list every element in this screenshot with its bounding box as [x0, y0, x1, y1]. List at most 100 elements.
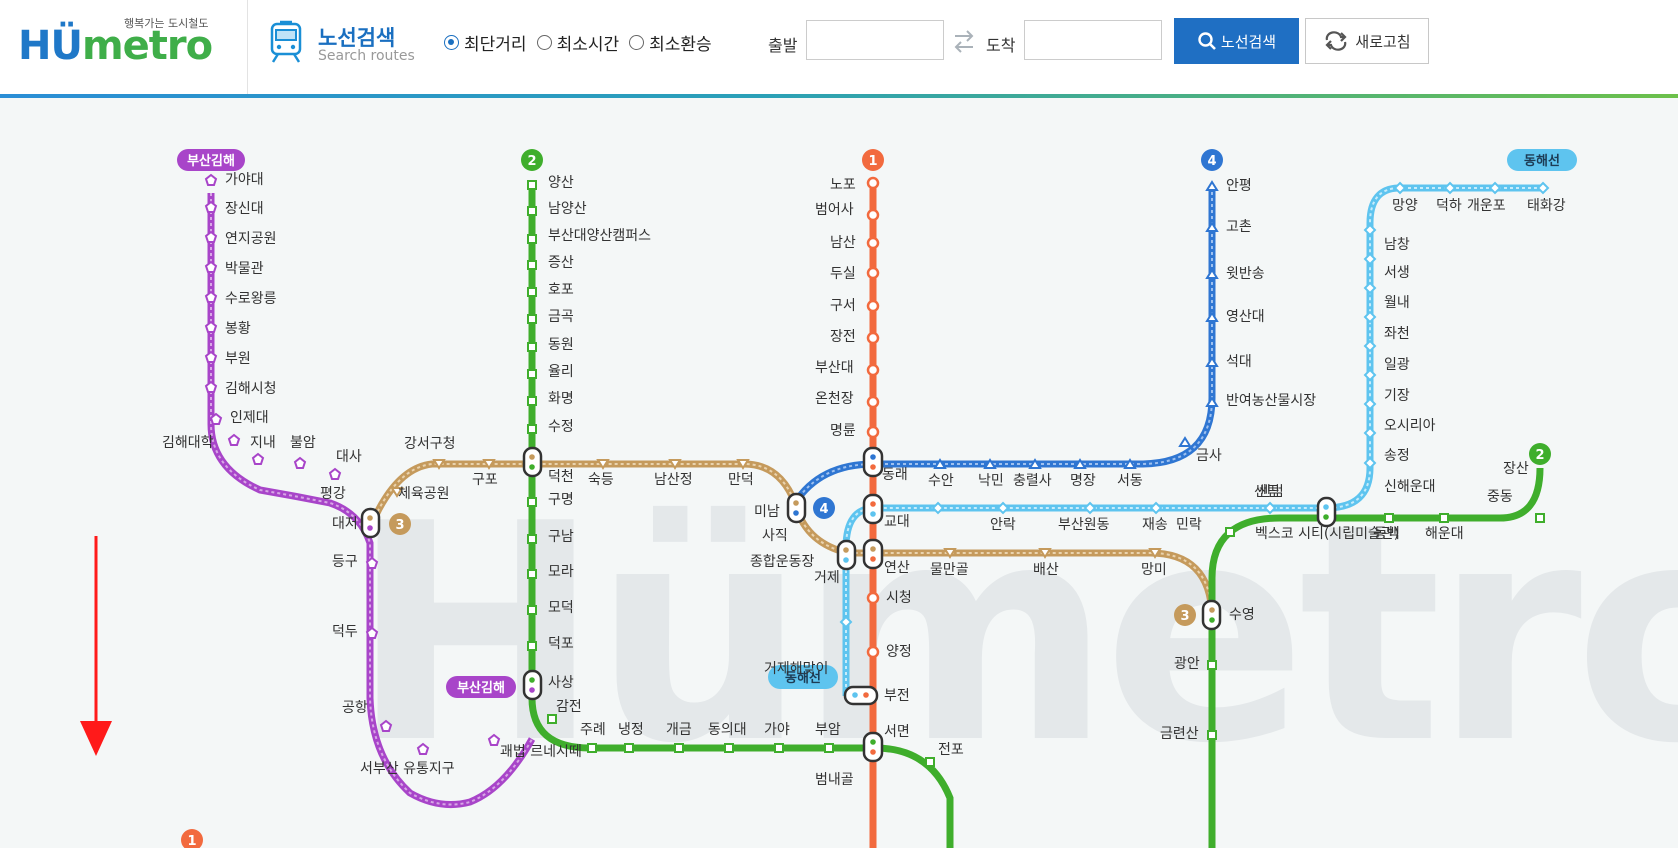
station-label[interactable]: 교대 [884, 514, 910, 530]
station-label[interactable]: 수안 [928, 473, 954, 489]
humetro-logo[interactable]: 행복가는 도시철도 HÜmetro [0, 0, 248, 94]
shortest-distance-label[interactable]: 최단거리 [464, 35, 527, 55]
station-label[interactable]: 수로왕릉 [225, 291, 277, 307]
station-label[interactable]: 금사 [1196, 448, 1222, 464]
station-label[interactable]: 시청 [886, 590, 912, 606]
station-label[interactable]: 덕하 [1436, 198, 1462, 214]
station-labels[interactable]: 가야대 장신대 연지공원 박물관 수로왕릉 봉황 부원 김해시청 인제대 김해대… [162, 172, 1566, 788]
line2-stations[interactable] [527, 180, 1545, 767]
station-label[interactable]: 연지공원 [225, 231, 277, 247]
station-label[interactable]: 양산 [548, 175, 574, 191]
station-label[interactable]: 범어사 [815, 202, 854, 218]
station-label[interactable]: 괘법 르네시떼 [500, 744, 582, 760]
line1-stations[interactable] [866, 176, 880, 659]
station-label[interactable]: 냉정 [618, 722, 644, 738]
station-label[interactable]: 해운대 [1425, 526, 1464, 542]
station-label[interactable]: 장신대 [225, 201, 264, 217]
station-label[interactable]: 장전 [830, 329, 856, 345]
swap-arrows-icon[interactable] [952, 26, 976, 56]
station-label[interactable]: 수영 [1229, 607, 1255, 623]
station-label[interactable]: 서면 [884, 724, 910, 740]
fewest-transfers-label[interactable]: 최소환승 [649, 35, 712, 55]
station-label[interactable]: 남산정 [654, 472, 693, 488]
station-label[interactable]: 가야대 [225, 172, 264, 188]
bgl-badge-lower[interactable] [446, 676, 516, 698]
station-label[interactable]: 종합운동장 [750, 554, 815, 570]
station-label[interactable]: 송정 [1384, 448, 1410, 464]
station-label[interactable]: 금곡 [548, 309, 574, 325]
station-label[interactable]: 반여농산물시장 [1226, 393, 1316, 409]
station-label[interactable]: 미남 [754, 504, 780, 520]
station-label[interactable]: 배산 [1033, 562, 1059, 578]
station-label[interactable]: 부전 [884, 688, 910, 704]
station-label[interactable]: 안평 [1226, 178, 1252, 194]
fewest-transfers-radio[interactable] [629, 35, 645, 50]
station-label[interactable]: 구명 [548, 492, 574, 508]
donghae-stations[interactable] [839, 181, 1550, 629]
station-label[interactable]: 기장 [1384, 388, 1410, 404]
station-label[interactable]: 거제해맞이 [764, 661, 828, 677]
station-label[interactable]: 수정 [548, 419, 574, 435]
station-label[interactable]: 남창 [1384, 237, 1410, 253]
station-label[interactable]: 낙민 [978, 473, 1004, 489]
station-label[interactable]: 범내골 [815, 772, 854, 788]
station-label[interactable]: 물만골 [930, 562, 969, 578]
line3-badge[interactable] [389, 513, 411, 535]
station-label[interactable]: 가야 [764, 722, 790, 738]
station-label[interactable]: 부암 [815, 722, 841, 738]
station-label[interactable]: 구포 [472, 472, 498, 488]
station-label[interactable]: 부원 [225, 351, 251, 367]
station-label[interactable]: 인제대 [230, 410, 269, 426]
station-label[interactable]: 민락 [1176, 517, 1202, 533]
station-label[interactable]: 율리 [548, 364, 574, 380]
station-label[interactable]: 김해시청 [225, 381, 277, 397]
line1-badge-lower[interactable] [181, 829, 203, 848]
line4-stations[interactable] [933, 180, 1219, 469]
station-label[interactable]: 충렬사 [1013, 473, 1052, 489]
station-label[interactable]: 남산 [830, 235, 856, 251]
station-label[interactable]: 서생 [1384, 265, 1410, 281]
station-label[interactable]: 명장 [1070, 473, 1096, 489]
station-label[interactable]: 모덕 [548, 600, 574, 616]
station-label[interactable]: 온천장 [815, 391, 854, 407]
line2-badge[interactable] [521, 149, 543, 171]
shortest-time-radio[interactable] [536, 35, 552, 50]
station-label[interactable]: 불암 [290, 435, 316, 451]
station-label[interactable]: 지내 [250, 435, 276, 451]
station-label[interactable]: 고촌 [1226, 219, 1252, 235]
station-label[interactable]: 김해대학 [162, 435, 214, 451]
search-route-button[interactable]: 노선검색 [1174, 18, 1299, 64]
departure-input[interactable] [806, 20, 944, 60]
transfer-stations[interactable] [360, 446, 1337, 763]
station-label[interactable]: 벡스코 시티(시립미술관) [1255, 526, 1399, 542]
subway-map-canvas[interactable]: Hümetro [0, 98, 1678, 848]
station-label[interactable]: 만덕 [728, 472, 754, 488]
station-label[interactable]: 동의대 [708, 722, 747, 738]
station-label[interactable]: 망양 [1392, 198, 1418, 214]
line-badges[interactable]: 부산김해 부산김해 2 2 1 1 4 4 3 3 동해선 동해선 [177, 149, 1577, 848]
line4-badge[interactable] [1201, 149, 1223, 171]
station-label[interactable]: 동원 [548, 337, 574, 353]
station-label[interactable]: 부산대양산캠퍼스 [548, 228, 651, 244]
station-label[interactable]: 체육공원 [398, 486, 450, 502]
line3-stations[interactable] [390, 459, 1162, 559]
station-label[interactable]: 덕포 [548, 636, 574, 652]
line1-badge[interactable] [862, 149, 884, 171]
station-label[interactable]: 좌천 [1384, 326, 1410, 342]
station-label[interactable]: 오시리아 [1384, 418, 1436, 434]
arrival-input[interactable] [1024, 20, 1162, 60]
station-label[interactable]: 센텀 [1258, 484, 1284, 500]
station-label[interactable]: 월내 [1384, 295, 1410, 311]
station-label[interactable]: 석대 [1226, 354, 1252, 370]
station-label[interactable]: 대사 [336, 449, 362, 465]
station-label[interactable]: 개운포 [1467, 198, 1506, 214]
station-label[interactable]: 명륜 [830, 423, 856, 439]
station-label[interactable]: 중동 [1487, 489, 1513, 505]
station-label[interactable]: 동래 [882, 467, 908, 483]
line2-badge-east[interactable] [1529, 443, 1551, 465]
station-label[interactable]: 주례 [580, 722, 606, 738]
station-label[interactable]: 강서구청 [404, 436, 456, 452]
station-label[interactable]: 광안 [1174, 656, 1200, 672]
scroll-arrow-down-icon[interactable] [80, 536, 112, 756]
bgl-stations[interactable] [204, 173, 501, 755]
